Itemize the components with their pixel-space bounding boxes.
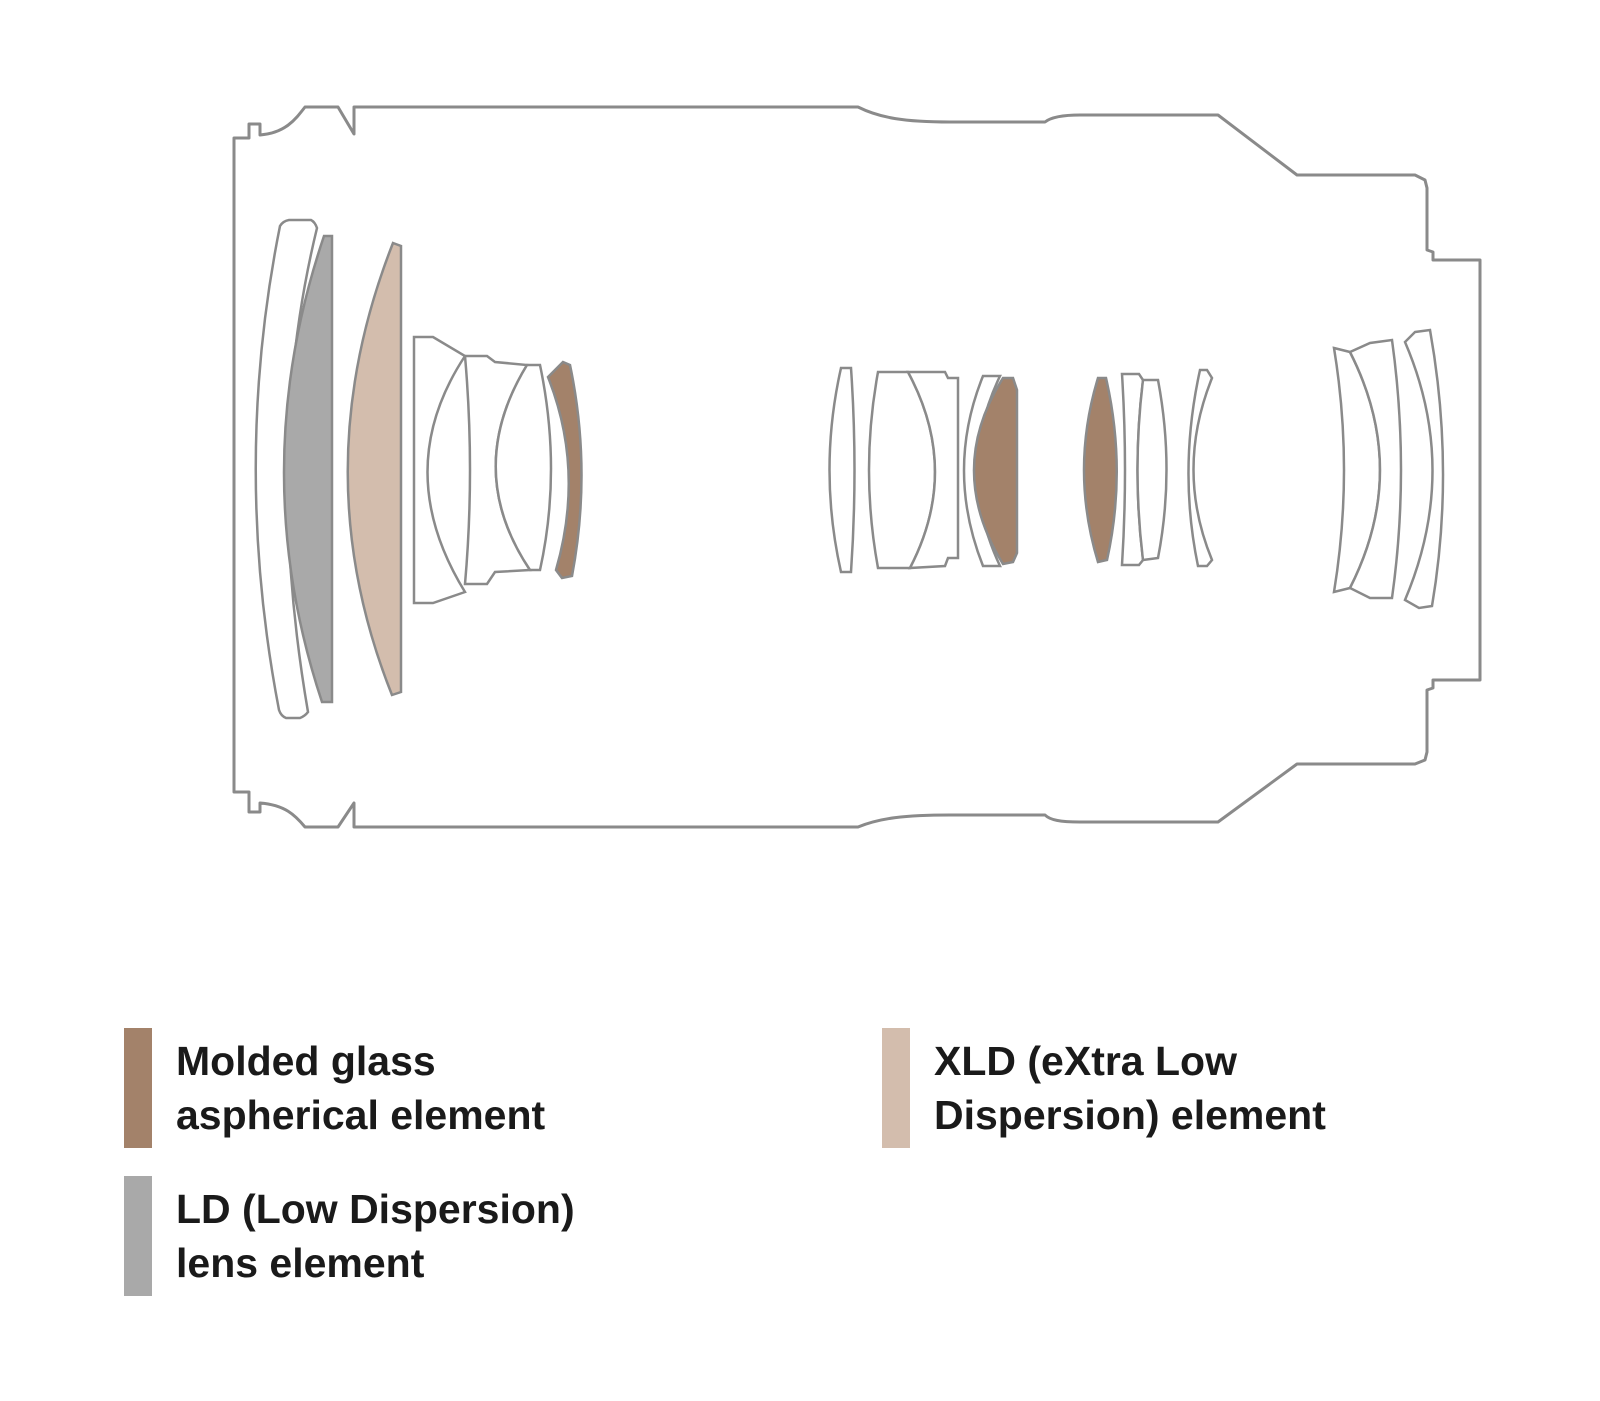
lens-element-18 [1348,338,1403,600]
legend-label-xld: XLD (eXtra Low Dispersion) element [934,1034,1494,1142]
lens-element-16 [1187,368,1214,568]
legend-label-ld: LD (Low Dispersion) lens element [176,1182,736,1290]
lens-element-19 [1403,328,1445,610]
lens-element-4 [412,335,467,605]
molded-aspherical-element-2 [972,376,1019,566]
lens-element-15 [1136,378,1168,562]
legend-label-line: aspherical element [176,1092,546,1138]
lens-element-6 [494,363,553,572]
legend-label-line: XLD (eXtra Low [934,1038,1237,1084]
legend-swatch-xld [882,1028,910,1148]
lens-element-8 [828,366,856,574]
molded-aspherical-element-3 [1082,376,1118,564]
lens-barrel-outline [232,105,1482,829]
legend-swatch-molded-glass [124,1028,152,1148]
molded-aspherical-element-1 [546,360,583,580]
legend-label-line: Dispersion) element [934,1092,1326,1138]
legend-label-line: Molded glass [176,1038,436,1084]
legend-label-line: LD (Low Dispersion) [176,1186,575,1232]
legend-label-line: lens element [176,1240,425,1286]
legend-swatch-ld [124,1176,152,1296]
ld-lens-element [282,234,334,704]
legend-label-molded-glass: Molded glass aspherical element [176,1034,736,1142]
xld-lens-element [346,241,403,697]
lens-element-10 [905,370,960,570]
